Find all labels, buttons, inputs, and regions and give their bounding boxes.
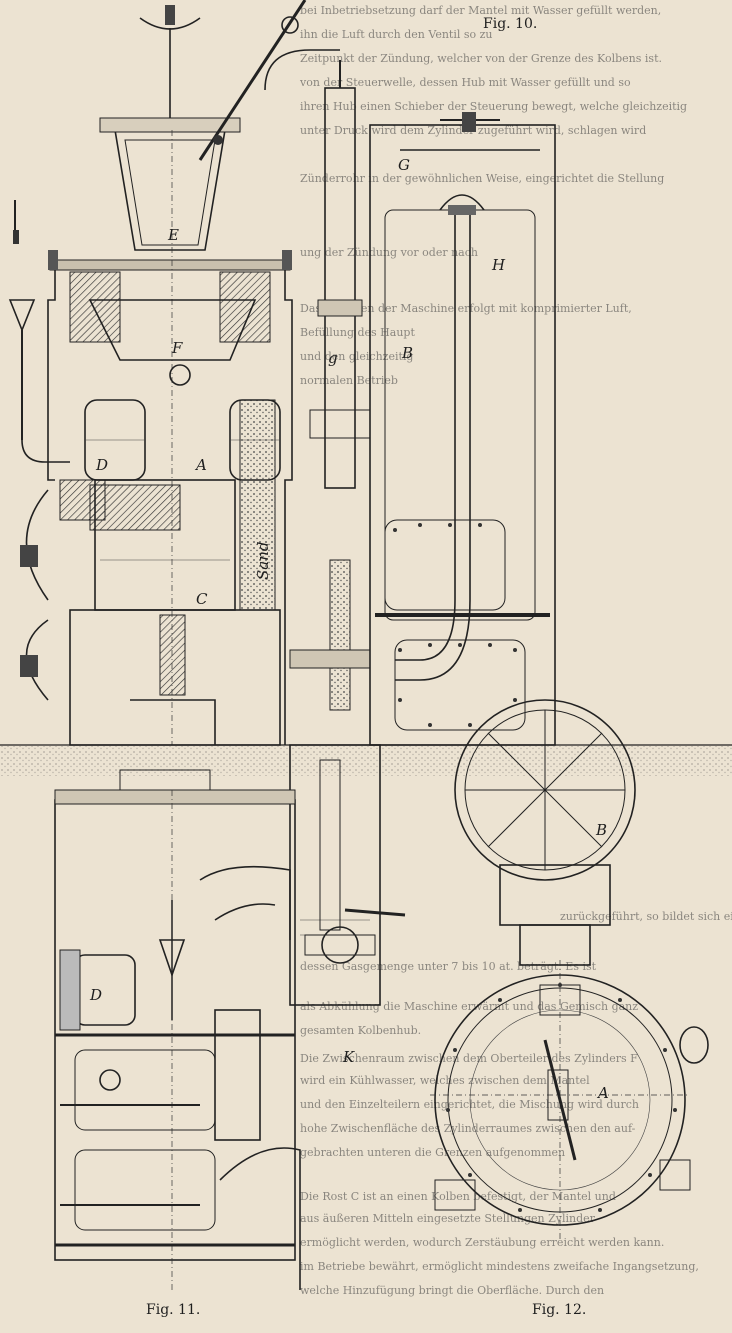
- prose-line: ung der Zündung vor oder nach: [300, 246, 478, 259]
- prose-line: als Abkühlung die Maschine erwärmt und d…: [300, 1000, 638, 1013]
- label-g: g: [328, 349, 338, 367]
- prose-line: aus äußeren Mitteln eingesetzte Stellung…: [300, 1212, 596, 1225]
- prose-line: ihren Hub einen Schieber der Steuerung b…: [300, 100, 687, 113]
- prose-line: Die Zwischenraum zwischen dem Oberteiler…: [300, 1052, 638, 1065]
- figure-labels: E F D A C Sand g G H B D K B A: [89, 156, 609, 1102]
- caption-fig11: Fig. 11.: [146, 1302, 200, 1318]
- prose-line: gebrachten unteren die Grenzen aufgenomm…: [300, 1146, 565, 1159]
- prose-line: ermöglicht werden, wodurch Zerstäubung e…: [300, 1236, 664, 1249]
- label-D-top: D: [95, 456, 108, 474]
- prose-line: ihn die Luft durch den Ventil so zu: [300, 28, 493, 41]
- fig10-drawing: [0, 0, 732, 1006]
- caption-fig12: Fig. 12.: [532, 1302, 586, 1318]
- label-H: H: [491, 256, 506, 274]
- background-prose: bei Inbetriebsetzung darf der Mantel mit…: [299, 4, 732, 1297]
- prose-line: im Betriebe bewährt, ermöglicht mindeste…: [300, 1260, 699, 1273]
- prose-line: Befüllung des Haupt: [300, 326, 415, 339]
- prose-line: Zeitpunkt der Zündung, welcher von der G…: [300, 52, 662, 65]
- prose-line: gesamten Kolbenhub.: [300, 1024, 421, 1037]
- prose-line: normalen Betrieb: [300, 374, 398, 387]
- prose-line: wird ein Kühlwasser, welches zwischen de…: [300, 1074, 590, 1087]
- label-B-bottom: B: [595, 821, 607, 839]
- prose-line: Die Rost C ist an einen Kolben befestigt…: [300, 1190, 616, 1203]
- prose-line: Das Anlassen der Maschine erfolgt mit ko…: [300, 302, 632, 315]
- label-D-bottom: D: [89, 986, 102, 1004]
- prose-line: zurückgeführt, so bildet sich ein Gemisc…: [560, 910, 732, 923]
- label-C: C: [196, 590, 208, 608]
- prose-line: und den Einzelteilern eingerichtet, die …: [300, 1098, 639, 1111]
- label-K: K: [342, 1048, 355, 1066]
- prose-line: bei Inbetriebsetzung darf der Mantel mit…: [300, 4, 661, 17]
- prose-line: dessen Gasgemenge unter 7 bis 10 at. bet…: [300, 960, 597, 973]
- label-F: F: [171, 339, 183, 357]
- label-A-bottom: A: [596, 1084, 609, 1102]
- label-E: E: [167, 226, 179, 244]
- figure-captions: Fig. 10. Fig. 11. Fig. 12.: [146, 16, 586, 1318]
- label-A-top: A: [194, 456, 207, 474]
- label-Sand: Sand: [254, 542, 272, 580]
- caption-fig10: Fig. 10.: [483, 16, 537, 32]
- prose-line: und den gleichzeitig: [300, 350, 413, 363]
- fig12-drawing: [430, 699, 709, 1240]
- prose-line: Zünderrohr in der gewöhnlichen Weise, ei…: [300, 172, 664, 185]
- prose-line: hohe Zwischenfläche des Zylinderraumes z…: [300, 1122, 636, 1135]
- label-B-top: B: [401, 344, 413, 362]
- prose-line: welche Hinzufügung bringt die Oberfläche…: [300, 1284, 604, 1297]
- label-G: G: [398, 156, 410, 174]
- fig11-drawing: [54, 769, 406, 1290]
- prose-line: von der Steuerwelle, dessen Hub mit Wass…: [299, 76, 631, 89]
